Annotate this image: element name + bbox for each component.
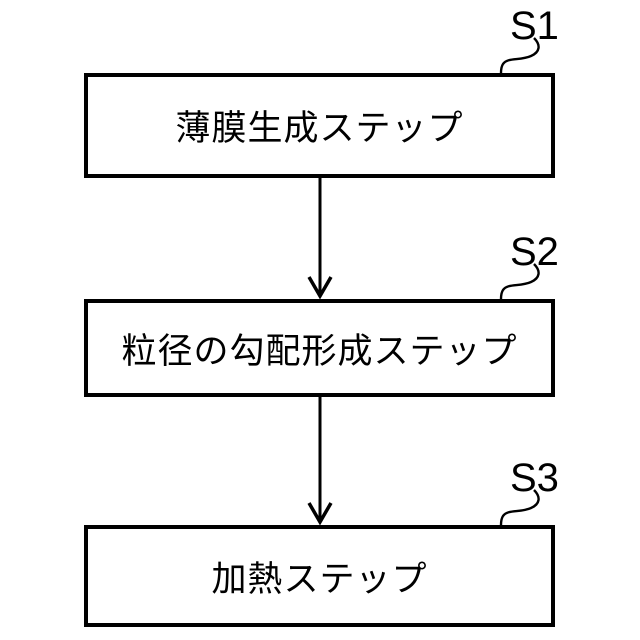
arrowhead-down-icon: [307, 502, 333, 526]
step-ref-label-s3: S3: [510, 456, 559, 500]
step-box-thin-film: 薄膜生成ステップ: [84, 73, 555, 178]
step-box-label: 粒径の勾配形成ステップ: [121, 331, 518, 371]
arrowhead-down-icon: [307, 276, 333, 300]
step-box-heating: 加熱ステップ: [84, 525, 555, 627]
flow-arrow-1: [307, 178, 333, 300]
flow-arrow-2: [307, 397, 333, 526]
step-box-label: 加熱ステップ: [211, 559, 428, 599]
step-ref-label-s1: S1: [510, 4, 559, 48]
step-ref-label-s2: S2: [510, 230, 559, 274]
step-box-label: 薄膜生成ステップ: [175, 109, 464, 148]
step-box-gradient-formation: 粒径の勾配形成ステップ: [84, 299, 555, 397]
